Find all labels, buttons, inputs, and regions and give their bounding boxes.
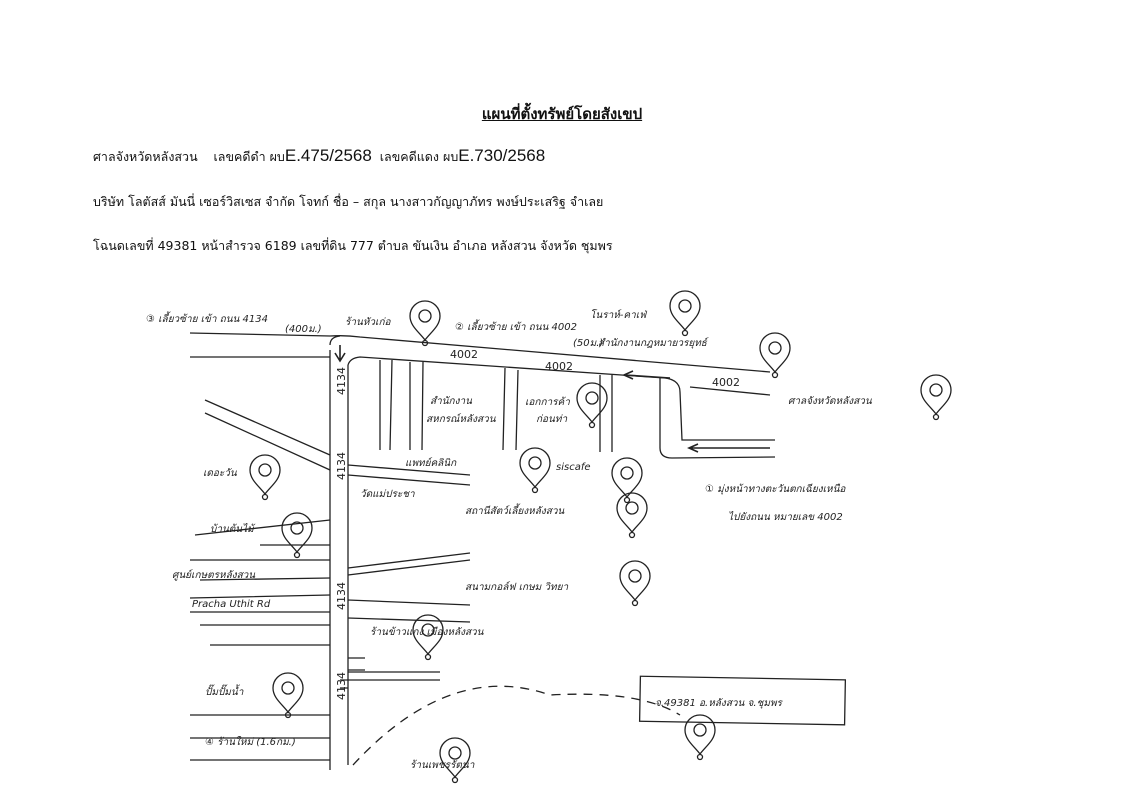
map-label: ร้านข้าวแกง เมืองหลังสวน (370, 626, 485, 638)
road-label-4002: 4002 (712, 376, 740, 389)
map-label: ศาลจังหวัดหลังสวน (788, 396, 873, 407)
document-title: แผนที่ตั้งทรัพย์โดยสังเขป (481, 105, 643, 123)
road-label-pracha-uthit: Pracha Uthit Rd (192, 599, 271, 610)
lock-icon (418, 309, 432, 323)
lock-icon-pin (409, 300, 441, 347)
map-label: บ้านต้นไม้ (210, 523, 256, 535)
red-case-number: E.730/2568 (458, 146, 546, 165)
coffee-icon-pin (669, 290, 701, 337)
road-label-4002: 4002 (450, 348, 478, 361)
road-label-4134: 4134 (335, 452, 348, 480)
map-label: ร้านหัวเก่อ (345, 316, 392, 328)
road-label-4134: 4134 (335, 367, 348, 395)
road-label-4002: 4002 (545, 360, 573, 373)
map-label: ไปยังถนน หมายเลข 4002 (728, 511, 843, 523)
target-property-box (638, 675, 847, 726)
route-dashed-line (352, 685, 681, 766)
map-label: ศูนย์เกษตรหลังสวน (172, 569, 256, 581)
map-label: วัดแม่ประชา (360, 489, 415, 500)
map-label: ④ ร้านใหม่ (1.6กม.) (205, 736, 296, 748)
map-label: โนราห์-คาเฟ่ (590, 309, 648, 321)
pill-icon (528, 456, 542, 470)
coffee-icon-pin (611, 457, 643, 504)
map-label: สหกรณ์หลังสวน (426, 413, 497, 425)
map-label: แพทย์คลินิก (405, 457, 457, 469)
pet-icon (625, 501, 639, 515)
black-case-number: E.475/2568 (284, 146, 372, 165)
flag-icon (628, 569, 642, 583)
map-label: สนามกอล์ฟ เกษม วิทยา (465, 581, 568, 593)
map-label: (50ม.) (573, 338, 603, 349)
target-icon (693, 723, 707, 737)
flower-icon (258, 463, 272, 477)
map-label: ③ เลี้ยวซ้าย เข้า ถนน 4134 (146, 311, 268, 325)
parties-line: บริษัท โลตัสส์ มันนี่ เซอร์วิสเซส จำกัด … (93, 194, 604, 209)
direction-arrows (334, 345, 770, 453)
case-info-line: ศาลจังหวัดหลังสวน เลขคดีดำ ผบE.475/2568 … (93, 146, 545, 167)
coffee-icon (678, 299, 692, 313)
road-lines (189, 332, 776, 770)
map-label: ② เลี้ยวซ้าย เข้า ถนน 4002 (455, 319, 577, 333)
flower-icon-pin (249, 454, 281, 501)
flower-icon-pin (281, 512, 313, 559)
fork-knife-icon-pin (412, 614, 444, 661)
map-label: ร้านเพชรรัตนา (410, 759, 475, 771)
lock-icon (448, 746, 462, 760)
scale-icon-pin (759, 332, 791, 379)
map-pins (249, 290, 952, 784)
black-case-label: เลขคดีดำ ผบ (213, 149, 285, 164)
map-label: siscafe (556, 462, 591, 473)
lock-icon (585, 391, 599, 405)
map-label: ① มุ่งหน้าทางตะวันตกเฉียงเหนือ (705, 483, 846, 495)
road-label-4134: 4134 (335, 582, 348, 610)
map-label: เอกการค้า (525, 396, 570, 408)
map-label: ปั๊มปั๊มน้ำ (205, 684, 244, 698)
flag-icon-pin (619, 560, 651, 607)
map-label: เดอะวัน (203, 468, 238, 479)
lock-icon-pin (439, 737, 471, 784)
pill-icon-pin (519, 447, 551, 494)
fork-knife-icon (421, 623, 435, 637)
map-label: ก่อนท่า (536, 414, 567, 425)
map-label: สถานีสัตว์เลี้ยงหลังสวน (465, 503, 565, 517)
target-property-label: จ.49381 อ.หลังสวน จ.ชุมพร (655, 698, 784, 709)
road-label-4134: 4134 (335, 672, 348, 700)
deed-line: โฉนดเลขที่ 49381 หน้าสำรวจ 6189 เลขที่ดิ… (93, 238, 613, 253)
lock-icon (281, 681, 295, 695)
building-icon (929, 383, 943, 397)
pet-icon-pin (616, 492, 648, 539)
map-label: สำนักงาน (430, 395, 473, 407)
court-name: ศาลจังหวัดหลังสวน (93, 149, 198, 164)
lock-icon-pin (576, 382, 608, 429)
map-label: (400ม.) (285, 324, 322, 335)
coffee-icon (620, 466, 634, 480)
flower-icon (290, 521, 304, 535)
lock-icon-pin (272, 672, 304, 719)
scale-icon (768, 341, 782, 355)
map-label: สำนักงานกฎหมายวรยุทธ์ (598, 337, 709, 349)
building-icon-pin (920, 374, 952, 421)
target-icon-pin (684, 714, 716, 761)
red-case-label: เลขคดีแดง ผบ (379, 149, 459, 164)
